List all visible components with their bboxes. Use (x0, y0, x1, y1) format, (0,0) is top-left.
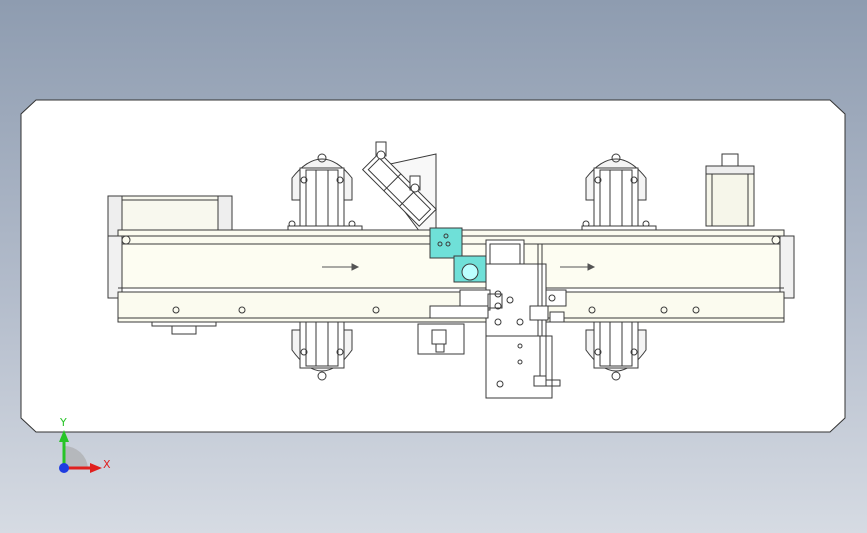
stopper-frame (485, 239, 561, 399)
triad-x-label: X (103, 458, 111, 471)
top-left-roller-mount (287, 153, 363, 233)
triad-y-arrowhead (59, 430, 69, 442)
triad-z-axis-origin (59, 463, 69, 473)
flow-arrow-right (560, 263, 596, 271)
coordinate-triad: Y X (59, 416, 111, 473)
triad-plane-indicator (64, 445, 88, 468)
bottom-left-roller-mount (291, 321, 353, 381)
triad-x-arrowhead (90, 463, 102, 473)
side-bracket (417, 289, 514, 355)
right-fittings (529, 289, 567, 323)
angled-cylinder-assembly (361, 141, 437, 233)
top-right-roller-mount (581, 153, 657, 233)
triad-y-label: Y (59, 416, 67, 429)
bottom-right-roller-mount (585, 321, 647, 381)
conveyor-assembly[interactable] (107, 141, 795, 399)
left-drive-block (107, 195, 233, 237)
sensor-block (429, 227, 489, 283)
right-motor (705, 153, 755, 227)
bottom-left-pulley (151, 321, 217, 335)
flow-arrow-left (322, 263, 360, 271)
